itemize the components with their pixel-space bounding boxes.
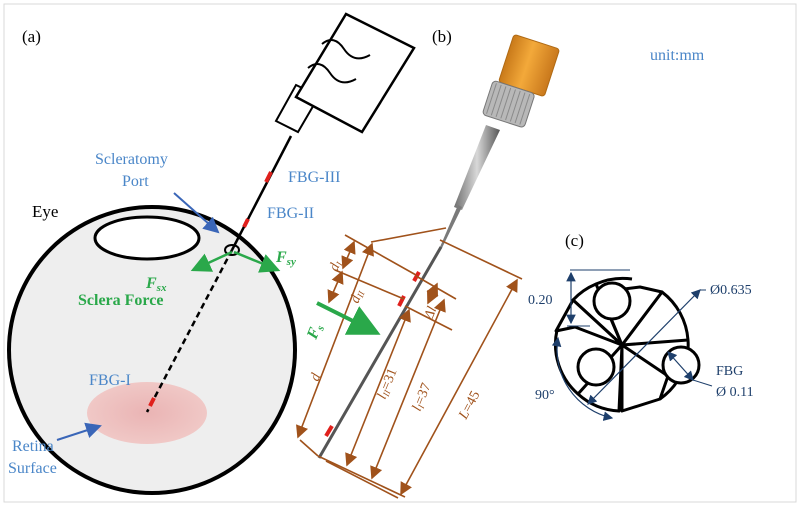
panel-b-label: (b) — [432, 27, 452, 46]
scleratomy-label-2: Port — [122, 173, 149, 190]
angle-arc — [551, 336, 614, 421]
fbg-dia-arrow — [667, 351, 694, 381]
fbg3-label: FBG-III — [288, 169, 340, 186]
tool-handle — [294, 12, 416, 134]
scleratomy-arrow — [173, 192, 220, 234]
panel-a-label: (a) — [22, 27, 41, 46]
cornea-lens — [93, 215, 201, 261]
fbg1-label: FBG-I — [89, 372, 131, 389]
l1-label: lI=37 — [410, 381, 435, 413]
d1-label: dI — [327, 258, 345, 274]
fbg-dia-leader — [692, 379, 713, 387]
fbg2-marker — [242, 218, 250, 228]
cross-section — [553, 276, 701, 413]
handle-wave-2 — [307, 63, 357, 84]
eye-label: Eye — [32, 202, 58, 221]
fbg1-marker — [148, 397, 156, 407]
delta-l-label: Δl — [421, 305, 440, 323]
unit-label: unit:mm — [650, 47, 705, 64]
fs-label: Fs — [304, 321, 328, 343]
fsy-arrow — [233, 250, 281, 273]
figure-border — [3, 3, 797, 503]
dim-delta-l — [426, 282, 439, 305]
dim-d1 — [341, 240, 356, 270]
dim-d — [296, 242, 374, 439]
fbg3-marker — [264, 171, 273, 183]
L-label: L=45 — [456, 389, 484, 423]
tool-shaft — [230, 135, 293, 251]
scleratomy-label-1: Scleratomy — [95, 151, 168, 168]
d2-label: dII — [348, 287, 367, 306]
fbg-label: FBG — [716, 364, 743, 379]
instrument-photo — [317, 34, 560, 459]
angle-label: 90° — [535, 388, 555, 403]
fbg2-label: FBG-II — [267, 205, 314, 222]
l2-label: lII=31 — [375, 366, 401, 401]
sclera-port-ring — [224, 244, 240, 256]
tool-inside-eye — [145, 249, 234, 413]
fsx-arrow — [190, 250, 233, 272]
fsx-label: Fsx — [145, 275, 167, 294]
dim-020-label: 0.20 — [528, 293, 553, 308]
retina-arrow — [56, 422, 102, 441]
fs-arrow — [316, 301, 381, 335]
dim-0635-label: Ø0.635 — [710, 283, 752, 298]
sclera-force-label: Sclera Force — [78, 292, 163, 309]
dim-L — [400, 278, 518, 496]
panel-c-label: (c) — [565, 231, 584, 250]
eyeball — [7, 205, 297, 495]
retina-label-1: Retina — [12, 438, 54, 455]
dim-d2 — [327, 270, 344, 304]
retina-surface — [87, 382, 207, 444]
handle-wave-1 — [321, 39, 371, 60]
fsy-label: Fsy — [275, 249, 296, 268]
fbg-dia-label: Ø 0.11 — [716, 385, 754, 400]
retina-label-2: Surface — [8, 460, 57, 477]
